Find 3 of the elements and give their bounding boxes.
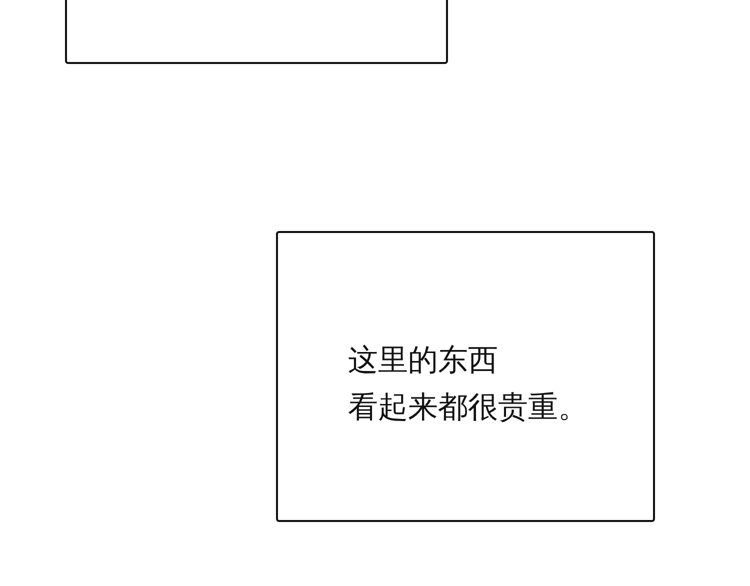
- panel-frame: [65, 0, 448, 64]
- speech-box: [276, 231, 655, 522]
- narration-text: 这里的东西看起来都很贵重。: [348, 342, 588, 427]
